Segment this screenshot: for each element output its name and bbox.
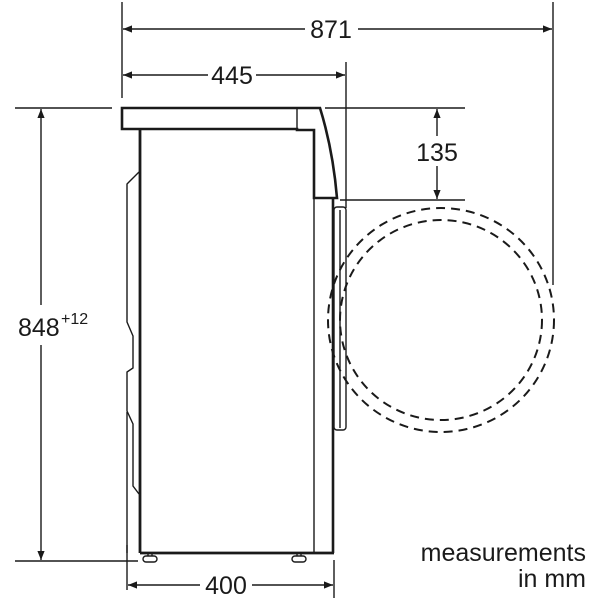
machine-body [120, 106, 339, 563]
dim-label-848: 848 [18, 314, 60, 342]
door-swing [327, 207, 555, 433]
extension-lines [15, 2, 554, 598]
dim-tolerance-848: +12 [61, 311, 88, 328]
units-note: measurements in mm [421, 540, 586, 592]
dim-label-400: 400 [205, 572, 247, 600]
dim-label-445: 445 [211, 62, 253, 90]
units-note-line2: in mm [517, 565, 586, 593]
dim-label-135: 135 [416, 139, 458, 167]
foot-back [142, 555, 158, 563]
units-note-line1: measurements [420, 539, 586, 567]
dim-label-871: 871 [310, 16, 352, 44]
foot-front [291, 555, 307, 563]
